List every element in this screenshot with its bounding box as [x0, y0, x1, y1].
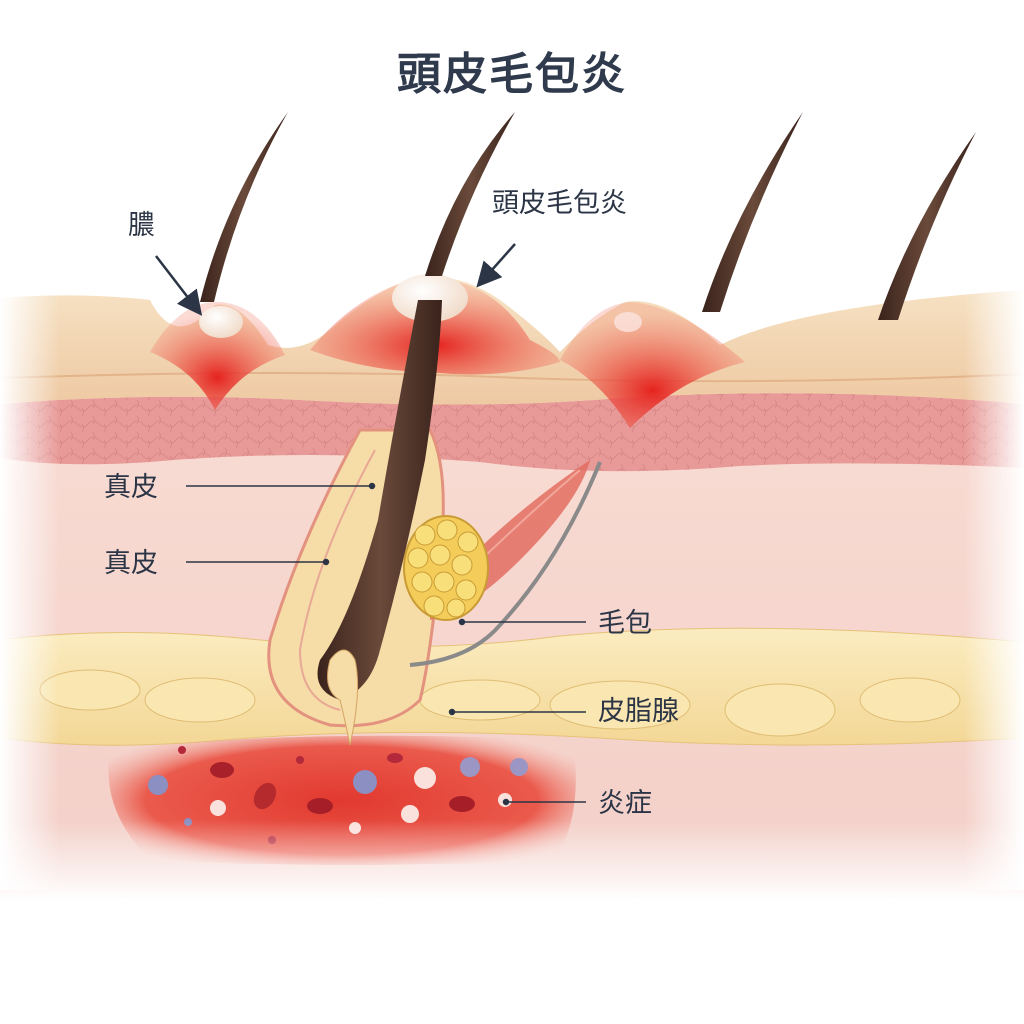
- cell-texture: [0, 393, 1024, 472]
- follicle-duct: [409, 461, 602, 667]
- hair-bulb: [327, 649, 359, 746]
- label-dermis-1: 真皮: [104, 472, 158, 503]
- pustule-small: [150, 301, 285, 410]
- sebaceous-gland: [403, 515, 489, 621]
- hair-shaft-1: [200, 112, 288, 302]
- label-folliculitis: 頭皮毛包炎: [492, 188, 627, 219]
- arrow-icon: [476, 243, 516, 288]
- hair-root: [317, 300, 442, 700]
- label-dermis-2: 真皮: [104, 548, 158, 579]
- hair-shaft-2: [425, 112, 515, 276]
- label-pus: 膿: [128, 210, 155, 241]
- diagram-title: 頭皮毛包炎: [397, 49, 627, 100]
- hair-shaft-3: [702, 112, 803, 312]
- label-sebaceous-gland: 皮脂腺: [598, 696, 679, 727]
- pus-head-small: [199, 306, 243, 338]
- label-hair-follicle: 毛包: [598, 608, 652, 639]
- left-fade: [0, 270, 60, 890]
- pus-head-right: [614, 312, 642, 332]
- pus-head-large: [392, 274, 468, 322]
- hair-shaft-4: [878, 132, 976, 320]
- bottom-fade: [0, 820, 1024, 900]
- pustule-right: [560, 302, 745, 428]
- label-inflammation: 炎症: [598, 788, 652, 819]
- arrow-icon: [155, 255, 203, 316]
- leader-lines: [186, 482, 586, 806]
- right-fade: [964, 270, 1024, 890]
